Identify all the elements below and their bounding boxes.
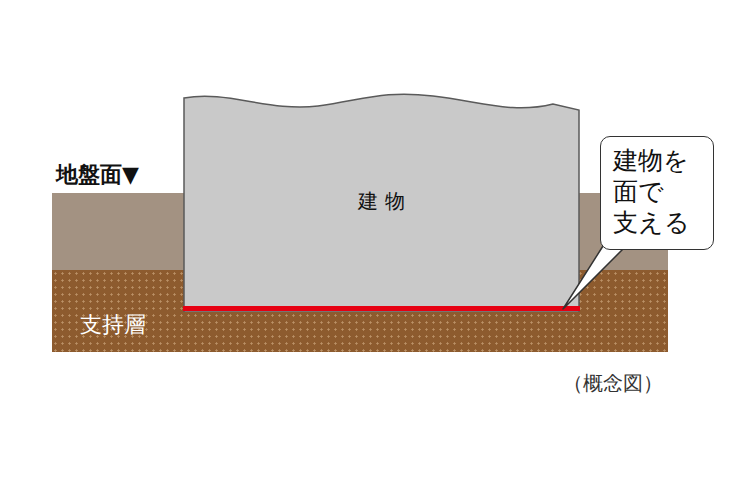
bearing-surface-line — [183, 306, 580, 311]
figure-note: （概念図） — [563, 370, 663, 397]
callout-text: 建物を 面で 支える — [601, 137, 713, 246]
building-outline — [184, 94, 579, 312]
building: 建 物 — [183, 90, 580, 312]
building-label: 建 物 — [183, 188, 580, 215]
layer-label: 支持層 — [80, 310, 146, 340]
callout-bubble: 建物を 面で 支える — [600, 136, 714, 250]
ground-level-label: 地盤面▼ — [56, 160, 139, 190]
